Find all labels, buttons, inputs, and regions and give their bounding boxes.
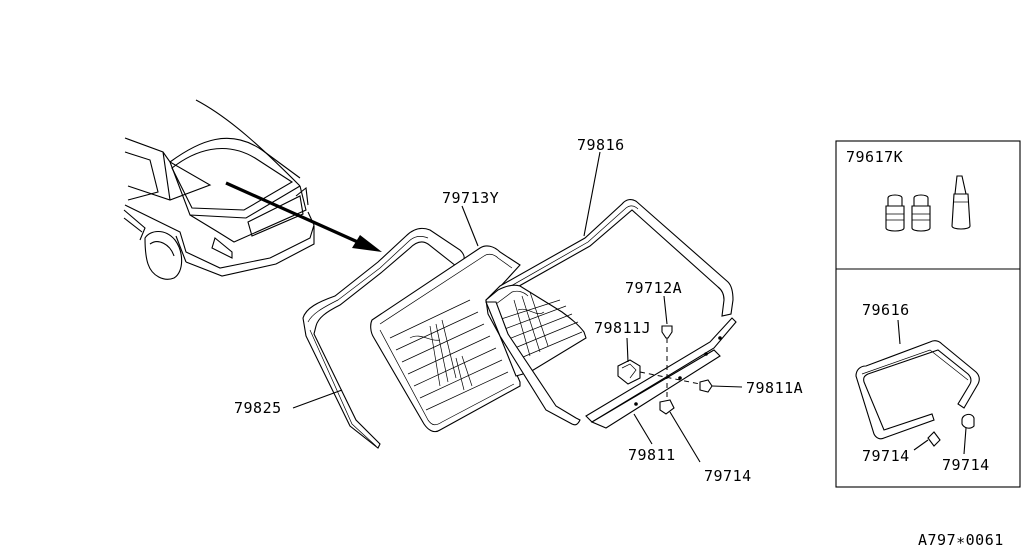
part-label-79616: 79616 xyxy=(862,301,910,319)
direction-arrow xyxy=(225,181,382,252)
glass-79713y xyxy=(370,245,521,433)
part-label-79811j: 79811J xyxy=(594,319,652,337)
diagram-code: A797∗0061 xyxy=(918,531,1004,549)
leader-lines xyxy=(292,151,743,463)
kit-label-79617k: 79617K xyxy=(846,148,904,166)
adhesive-kit-bottles xyxy=(885,175,971,232)
part-label-79714-main: 79714 xyxy=(704,467,752,485)
part-label-79811a: 79811A xyxy=(746,379,804,397)
part-label-79825: 79825 xyxy=(234,399,282,417)
car-illustration xyxy=(123,99,315,280)
molding-79616 xyxy=(855,319,980,455)
fasteners xyxy=(617,325,713,415)
part-label-79816: 79816 xyxy=(577,136,625,154)
part-label-79811: 79811 xyxy=(628,446,676,464)
part-label-79714-kit-right: 79714 xyxy=(942,456,990,474)
part-label-79713y: 79713Y xyxy=(442,189,500,207)
lower-strip-79811 xyxy=(585,317,737,429)
weatherstrip-79816 xyxy=(485,199,734,317)
part-label-79712a: 79712A xyxy=(625,279,683,297)
glass-79811 xyxy=(485,284,587,426)
kit-box xyxy=(835,140,1021,488)
part-label-79714-kit-left: 79714 xyxy=(862,447,910,465)
